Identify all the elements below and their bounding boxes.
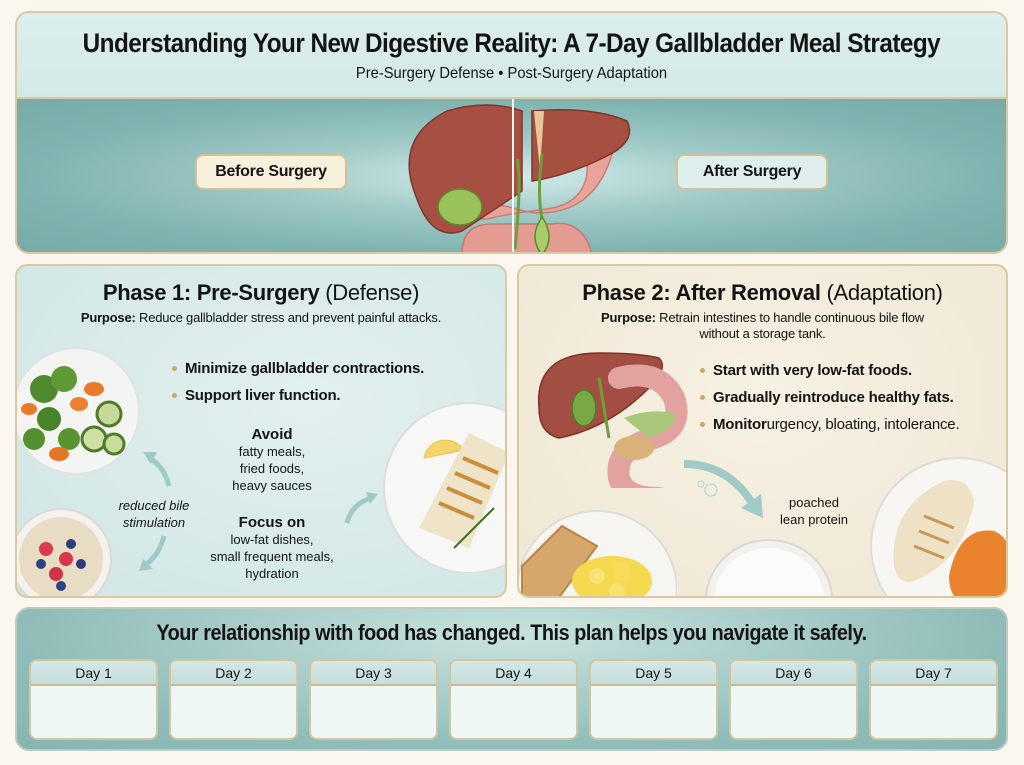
before-surgery-label: Before Surgery <box>195 154 347 190</box>
purpose-text-line2: without a storage tank. <box>699 326 826 341</box>
avoid-heading: Avoid <box>251 426 293 443</box>
weekly-plan-card: Your relationship with food has changed.… <box>15 607 1008 751</box>
phase2-bullet: Start with very low-fat foods. <box>700 362 959 379</box>
phase1-bullet: Minimize gallbladder contractions. <box>172 360 424 377</box>
bullet-dot-icon <box>700 422 705 427</box>
day-entry-area[interactable] <box>871 686 996 738</box>
bullet-dot-icon <box>700 395 705 400</box>
phase2-bullets: Start with very low-fat foods. Gradually… <box>700 362 960 443</box>
poached-protein-note: poached lean protein <box>764 494 864 528</box>
title-strip: Understanding Your New Digestive Reality… <box>17 13 1006 99</box>
day-entry-area[interactable] <box>451 686 576 738</box>
focus-item: hydration <box>245 566 299 581</box>
grilled-fish-plate-image <box>383 402 505 573</box>
day-label: Day 5 <box>591 661 716 686</box>
purpose-text: Retrain intestines to handle continuous … <box>659 310 924 325</box>
phase2-title-paren: (Adaptation) <box>826 280 943 305</box>
purpose-label: Purpose: <box>601 310 656 325</box>
day-4-box[interactable]: Day 4 <box>449 659 578 740</box>
bullet-dot-icon <box>700 368 705 373</box>
rice-bowl-image <box>705 539 833 596</box>
day-5-box[interactable]: Day 5 <box>589 659 718 740</box>
note-line: stimulation <box>122 515 186 530</box>
page-subtitle: Pre-Surgery Defense • Post-Surgery Adapt… <box>355 65 668 82</box>
bullet-text: Gradually reintroduce healthy fats. <box>713 389 954 406</box>
avoid-block: Avoid fatty meals, fried foods, heavy sa… <box>187 426 357 494</box>
focus-item: small frequent meals, <box>210 549 334 564</box>
arrow-to-fish-icon <box>344 492 378 524</box>
phase2-title: Phase 2: After Removal (Adaptation) <box>519 280 1006 306</box>
day-label: Day 6 <box>731 661 856 686</box>
curved-arrow-icon <box>683 460 763 518</box>
day-label: Day 7 <box>871 661 996 686</box>
day-1-box[interactable]: Day 1 <box>29 659 158 740</box>
day-entry-area[interactable] <box>591 686 716 738</box>
digestive-system-illustration <box>537 352 688 488</box>
day-7-box[interactable]: Day 7 <box>869 659 998 740</box>
day-3-box[interactable]: Day 3 <box>309 659 438 740</box>
toast-eggs-plate-image <box>519 510 677 596</box>
day-entry-area[interactable] <box>731 686 856 738</box>
phase1-bullet: Support liver function. <box>172 387 424 404</box>
page-title: Understanding Your New Digestive Reality… <box>82 28 941 58</box>
before-after-divider <box>512 99 514 252</box>
day-entry-area[interactable] <box>171 686 296 738</box>
day-label: Day 2 <box>171 661 296 686</box>
phase1-title: Phase 1: Pre-Surgery (Defense) <box>17 280 505 306</box>
after-surgery-label: After Surgery <box>676 154 828 190</box>
focus-block: Focus on low-fat dishes, small frequent … <box>182 514 362 582</box>
curved-arrows-icon <box>139 452 172 571</box>
focus-heading: Focus on <box>238 514 306 531</box>
day-label: Day 4 <box>451 661 576 686</box>
bullet-dot-icon <box>172 393 177 398</box>
avoid-item: fried foods, <box>239 461 305 476</box>
phase2-card: Phase 2: After Removal (Adaptation) Purp… <box>517 264 1008 598</box>
day-columns: Day 1 Day 2 Day 3 Day 4 Day 5 Day 6 Day … <box>29 659 998 740</box>
liver-gallbladder-illustration <box>408 104 631 252</box>
avoid-item: heavy sauces <box>232 478 312 493</box>
phase1-purpose: Purpose: Reduce gallbladder stress and p… <box>17 310 505 326</box>
bullet-text-normal: urgency, bloating, intolerance. <box>766 416 960 433</box>
day-6-box[interactable]: Day 6 <box>729 659 858 740</box>
hero-illustration: Before Surgery After Surgery <box>17 99 1006 252</box>
phase2-title-bold: Phase 2: After Removal <box>582 280 821 305</box>
day-2-box[interactable]: Day 2 <box>169 659 298 740</box>
bullet-text: Start with very low-fat foods. <box>713 362 913 379</box>
phase2-bullet: Monitor urgency, bloating, intolerance. <box>700 416 960 433</box>
note-line: reduced bile <box>118 498 190 513</box>
phase2-purpose: Purpose: Retrain intestines to handle co… <box>519 310 1006 342</box>
purpose-text: Reduce gallbladder stress and prevent pa… <box>139 310 442 325</box>
phase2-bullet: Gradually reintroduce healthy fats. <box>700 389 959 406</box>
bullet-text: Minimize gallbladder contractions. <box>185 360 425 377</box>
bullet-text: Support liver function. <box>185 387 341 404</box>
bullet-text: Monitor <box>713 416 767 433</box>
note-line: lean protein <box>780 512 848 527</box>
avoid-item: fatty meals, <box>238 444 306 459</box>
day-label: Day 3 <box>311 661 436 686</box>
phase1-bullets: Minimize gallbladder contractions. Suppo… <box>172 360 424 414</box>
header-card: Understanding Your New Digestive Reality… <box>15 11 1008 254</box>
bullet-dot-icon <box>172 366 177 371</box>
reduced-bile-note: reduced bile stimulation <box>109 497 199 531</box>
phase1-title-paren: (Defense) <box>325 280 420 305</box>
day-entry-area[interactable] <box>31 686 156 738</box>
focus-item: low-fat dishes, <box>230 532 314 547</box>
phase1-title-bold: Phase 1: Pre-Surgery <box>102 280 320 305</box>
plan-tagline: Your relationship with food has changed.… <box>156 620 867 645</box>
purpose-label: Purpose: <box>80 310 136 325</box>
oatmeal-berries-image <box>17 508 112 596</box>
chicken-sweet-potato-plate-image <box>870 457 1006 596</box>
day-label: Day 1 <box>31 661 156 686</box>
day-entry-area[interactable] <box>311 686 436 738</box>
note-line: poached <box>789 495 839 510</box>
vegetable-plate-image <box>17 347 140 475</box>
phase1-card: Phase 1: Pre-Surgery (Defense) Purpose: … <box>15 264 507 598</box>
